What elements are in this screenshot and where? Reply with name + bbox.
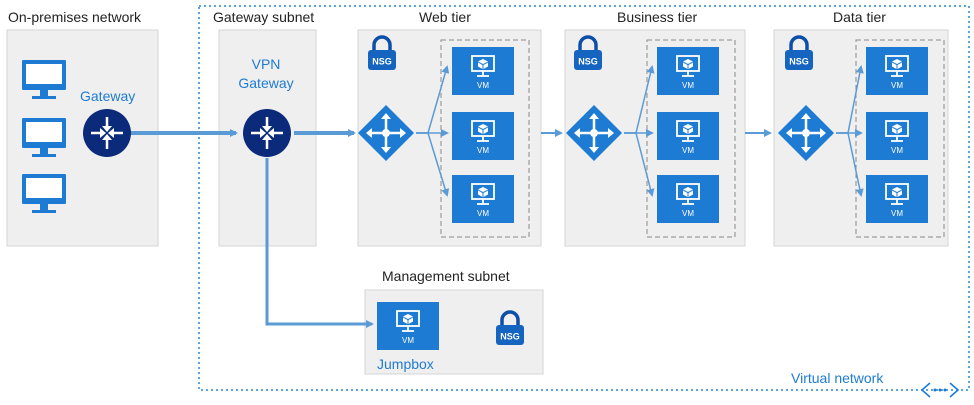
data-load-balancer-icon (778, 105, 834, 161)
data-nsg-lock-icon: NSG (785, 35, 813, 70)
gateway-subnet-title: Gateway subnet (213, 9, 315, 25)
svg-text:NSG: NSG (500, 332, 520, 342)
jumpbox-label: Jumpbox (377, 356, 434, 372)
web-tier-title: Web tier (419, 9, 471, 25)
data-tier-title: Data tier (833, 9, 886, 25)
business-tier-title: Business tier (617, 9, 698, 25)
vpn-to-jumpbox-link (265, 158, 374, 328)
data-vm-group (855, 39, 945, 238)
virtual-network-label: Virtual network (791, 370, 884, 386)
gateway-router-icon (83, 109, 131, 157)
business-vm-1-icon: VM (657, 47, 719, 95)
svg-text:VM: VM (402, 336, 414, 345)
computer-icon (22, 174, 66, 213)
web-nsg-lock-icon: NSG (368, 35, 396, 70)
routers (83, 105, 834, 161)
business-vm-group (646, 39, 736, 238)
svg-text:VM: VM (682, 81, 694, 90)
computer-icon (22, 118, 66, 157)
data-vm-1-icon: VM (866, 47, 928, 95)
onprem-computers (22, 60, 66, 213)
web-load-balancer-icon (358, 105, 414, 161)
virtual-network-icon (920, 382, 960, 398)
business-load-balancer-icon (566, 105, 622, 161)
data-vm-2-icon: VM (866, 112, 928, 160)
svg-text:VM: VM (891, 146, 903, 155)
vpn-gateway-label-line1: VPN (251, 56, 281, 72)
svg-text:VM: VM (891, 209, 903, 218)
nsg-locks: NSG NSG NSG NSG (368, 35, 813, 345)
gateway-label: Gateway (80, 88, 136, 104)
onprem-title: On-premises network (8, 9, 142, 25)
web-vm-1-icon: VM (452, 47, 514, 95)
business-vm-3-icon: VM (657, 175, 719, 223)
business-vm-2-icon: VM (657, 112, 719, 160)
web-vm-group (440, 39, 530, 238)
management-subnet-title: Management subnet (382, 268, 510, 284)
connectors (122, 65, 864, 328)
data-vm-3-icon: VM (866, 175, 928, 223)
vpn-gateway-label-line2: Gateway (238, 75, 294, 91)
management-nsg-lock-icon: NSG (496, 310, 524, 345)
svg-text:VM: VM (682, 209, 694, 218)
business-nsg-lock-icon: NSG (574, 35, 602, 70)
vpn-gateway-router-icon (243, 109, 291, 157)
virtual-machines: VM VM VM VM VM VM VM VM VM VM (377, 47, 928, 350)
virtual-network-boundary (198, 5, 970, 391)
svg-text:VM: VM (891, 81, 903, 90)
web-vm-2-icon: VM (452, 112, 514, 160)
svg-text:VM: VM (477, 146, 489, 155)
svg-text:NSG: NSG (372, 57, 392, 67)
svg-text:VM: VM (477, 209, 489, 218)
svg-text:VM: VM (682, 146, 694, 155)
svg-text:VM: VM (477, 81, 489, 90)
computer-icon (22, 60, 66, 99)
svg-text:NSG: NSG (578, 57, 598, 67)
svg-text:NSG: NSG (789, 57, 809, 67)
jumpbox-vm-icon: VM (377, 302, 439, 350)
web-vm-3-icon: VM (452, 175, 514, 223)
